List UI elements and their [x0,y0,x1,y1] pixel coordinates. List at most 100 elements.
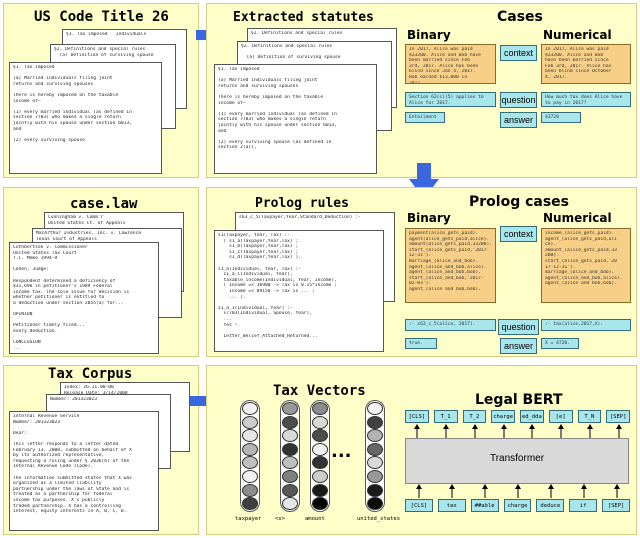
doc-line: §1. Tax imposed [218,67,260,72]
arrow-up-icon [443,424,450,438]
doc-line: ... ). [218,294,246,300]
doc-line: Cuthbertson v. Commissioner [13,245,88,250]
prolog-binary-heading: Binary [407,211,451,225]
doc-line: interest, equity interests in A, B, C, D… [13,509,127,515]
cases-answer-label: answer [500,112,537,128]
arrow-up-icon [515,484,521,498]
vector-cell [367,497,383,511]
doc-line: by its authorized representative, [13,453,105,459]
vector-column [240,400,260,512]
arrow-up-icon [529,424,536,438]
doc-line: ( Income =< 36900 -> Tax is 0.15*Income … [218,283,337,289]
vector-cell [242,415,258,429]
token-box: if [569,499,598,512]
doc-line: agent_(alice_gets_paid,ali [545,236,617,242]
vector-cell [312,402,328,415]
doc-line: requesting a ruling under § 2036(b) of t… [13,458,130,464]
doc-line: start_(alice_gets_paid,'2017- [409,247,490,253]
doc-line: agent_(alice_and_bob,alice). [545,275,623,281]
doc-line: whether petitioner is entitled to [13,295,105,301]
tax-vectors-ellipsis: ... [331,441,352,462]
doc-line: 200). [545,253,559,259]
tax-corpus-panel: Tax Corpus Index: 26.11.00-00Release Dat… [3,365,199,535]
doc-line: and [218,128,227,134]
doc-line: $33200. Alice and Bob [545,52,604,58]
vector-cell [282,456,298,470]
vector-column [280,400,300,512]
cases-numerical-heading: Numerical [543,28,612,42]
prolog-numerical-question: :- tax(alice,2017,X). [541,319,631,331]
doc-line: start_(alice_gets_paid,'20 [545,258,617,264]
token-box: T_2 [462,410,487,423]
doc-line: s1_a_i(Individual, Year), [218,272,293,278]
doc-line: income_(alice_gets_paid). [545,231,615,236]
transformer-label: Transformer [489,453,545,464]
token-box: deduce [536,499,565,512]
vector-cell [282,497,298,511]
cases-question-label: question [500,92,537,108]
prolog-numerical-answer: X = 4720. [541,338,579,349]
us-code-title: US Code Title 26 [34,9,169,25]
doc-line: have been married since [545,58,609,64]
doc-line: §2. Definitions and special rules [54,47,146,52]
doc-line: been blind since October [545,69,612,75]
doc-line: (a) Married individuals filing joint [13,76,113,82]
vector-cell [367,429,383,443]
prolog-binary-question: :- s63_c_5(alice, 2017). [405,319,496,331]
doc-line: This letter responds to a letter dated [13,441,119,447]
prolog-rules-title: Prolog rules [255,196,349,211]
doc-line: In 2017, Alice was paid [545,47,609,52]
prolog-panel: Prolog rules s63_c_5(Taxpayer,Year,Stand… [206,187,637,357]
doc-line: agent_(alice_and_bob,alice). [409,264,487,270]
doc-line: s1_a_i(Individual, Year) :- [218,305,293,311]
extracted-cases-panel: Extracted statutes §2. Definitions and s… [206,3,637,178]
arrow-up-icon [449,484,456,498]
doc-line: s1_d(Taxpayer,Year,Tax) ). [218,255,301,261]
cases-binary-context: In 2017, Alice was paid$33200. Alice and… [405,44,496,84]
prolog-rules-doc-front: s1(Taxpayer, Year, Tax) :- ( s1_a(Taxpay… [214,230,384,352]
arrow-up-icon [482,484,489,498]
vector-cell [242,402,258,415]
arrow-up-icon [416,484,423,498]
doc-line: section 7703) who makes a single return [13,115,121,121]
token-box: tax [437,499,466,512]
vector-cell [367,402,383,415]
doc-line: agent_(alice and bob,bob). [409,286,481,292]
doc-line: s1_c(Taxpayer,Year,Tax) ; [218,249,299,255]
vector-label: <s> [275,516,285,522]
doc-line: 3rd, 2017. Alice has been [409,63,479,69]
token-box: [SEP] [602,499,630,512]
doc-line: Feb 3rd, 2017. Alice has [545,63,612,69]
doc-line: February 13, 2008, submitted on behalf o… [13,447,132,453]
vector-cell [312,470,328,483]
doc-line: Number: 201323023 [13,419,61,425]
doc-line: ce). [545,242,557,248]
doc-line: 12-31'). [409,253,432,259]
cases-numerical-question: How much tax does Alice have to pay in 2… [541,92,631,107]
token-box: ##able [470,499,499,512]
vector-cell [312,483,328,497]
doc-line: Cohen, Judge: [13,267,49,273]
doc-line: MacArthur Industries, Inc. v. Lawrence [36,231,142,236]
doc-line: Bob earned $13,000 in [409,74,468,80]
prolog-numerical-heading: Numerical [543,211,612,225]
arrow-up-icon [586,424,593,438]
vector-cell [282,442,298,456]
doc-line: (a) Definition of surviving spouse [241,55,341,61]
doc-line: returns and surviving spouses [218,83,299,89]
doc-line: Letter_Belief_Attached_Returned... [218,333,318,339]
doc-line: Texas Court of Appeals [36,236,97,242]
doc-line: organized as a limited liability [13,481,102,487]
legal-bert-bottom-arrows [403,484,633,498]
doc-line: agent(alice_gets_paid,alice). [409,236,490,242]
extracted-title: Extracted statutes [233,10,374,25]
doc-line: income tax. The sole issue for decision … [13,289,130,295]
vector-column [310,400,330,512]
arrow-up-icon [558,424,565,438]
doc-line: (2) every surviving spouse (as defined i… [218,139,332,145]
doc-line: s1(Taxpayer, Year, Tax) :- [218,233,290,238]
doc-line: Cunningham v. Comm'r [48,215,104,220]
doc-line: agent_(alice_and_bob,bob). [409,270,481,276]
